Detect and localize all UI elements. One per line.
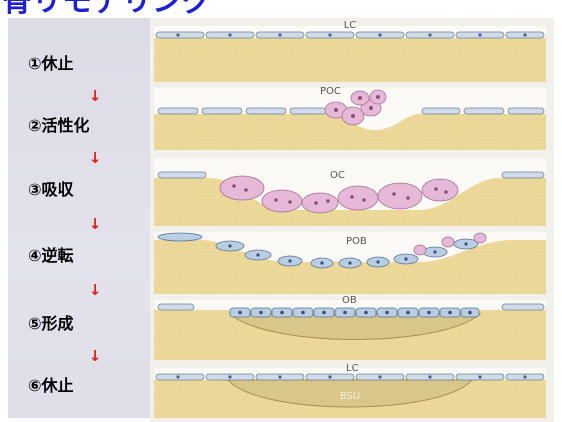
page-title: 骨リモデリング	[2, 0, 212, 19]
bone-texture	[154, 114, 546, 150]
stage-label-formation: ⑤形成	[28, 314, 74, 333]
down-arrow-icon: ↓	[88, 87, 102, 105]
bone-texture	[154, 178, 546, 226]
label-lc-top: LC	[344, 20, 357, 31]
nuclei	[334, 95, 380, 118]
stage-label-reversal: ④逆転	[28, 246, 74, 265]
down-arrow-icon: ↓	[88, 281, 102, 299]
label-pob: POB	[346, 236, 367, 247]
osteoclasts	[219, 175, 459, 214]
bone-structural-unit	[226, 379, 474, 408]
panel-reversal: POB	[154, 232, 546, 294]
lining-cells	[157, 171, 545, 179]
label-ob: OB	[342, 295, 357, 306]
lining-cells	[155, 31, 545, 39]
lining-cells	[157, 303, 545, 311]
down-arrow-icon: ↓	[88, 347, 102, 365]
title-strip: 骨リモデリング	[0, 0, 562, 20]
new-bone-packet	[228, 313, 482, 340]
nuclei	[176, 33, 527, 37]
stage-label-rest-2: ⑥休止	[28, 376, 74, 395]
stage-list-panel: ①休止 ↓ ②活性化 ↓ ③吸収 ↓ ④逆転 ↓ ⑤形成 ↓ ⑥休止	[8, 18, 150, 418]
panel-resorption: OC	[154, 158, 546, 226]
panel-activation: POC	[154, 86, 546, 150]
panel-formation: OB	[154, 295, 546, 360]
reversal-cells	[413, 232, 487, 256]
label-oc: OC	[330, 170, 345, 181]
stage-label-rest-1: ①休止	[28, 54, 74, 73]
label-bsu: BSU	[340, 391, 360, 402]
nuclei	[228, 242, 468, 265]
down-arrow-icon: ↓	[88, 149, 102, 167]
panel-resting-bsu: LC BSU	[154, 363, 546, 418]
stage-label-activation: ②活性化	[28, 116, 90, 135]
down-arrow-icon: ↓	[88, 215, 102, 233]
lining-cells	[157, 107, 545, 115]
panel-resting: LC	[154, 20, 546, 82]
osteoblasts	[229, 307, 480, 318]
nuclei	[238, 310, 472, 315]
stage-label-resorption: ③吸収	[28, 180, 74, 199]
label-lc-bottom: LC	[346, 363, 359, 374]
nuclei	[176, 375, 527, 379]
label-poc: POC	[320, 86, 341, 97]
bone-texture	[154, 38, 546, 82]
nuclei	[232, 184, 448, 205]
lining-cells	[155, 373, 545, 381]
bone-remodeling-figure: LC POC	[150, 18, 554, 422]
